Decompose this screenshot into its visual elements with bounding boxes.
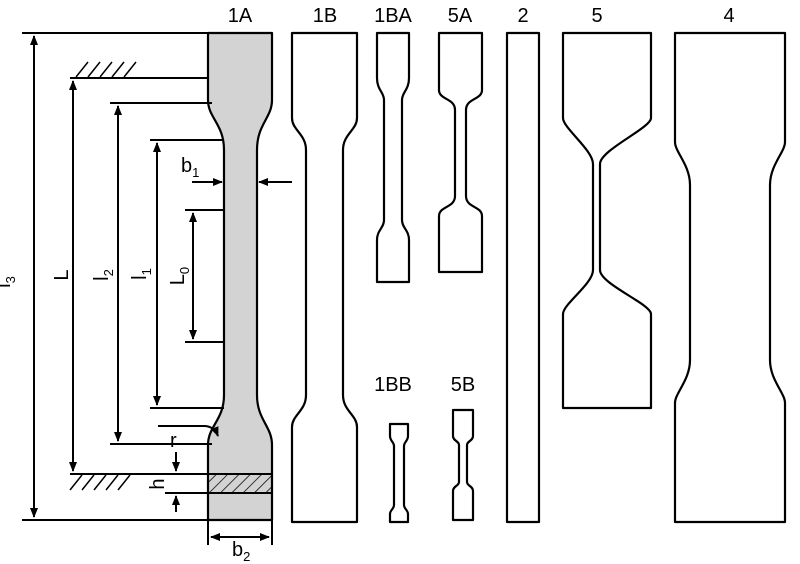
label-1A: 1A	[228, 5, 253, 27]
label-2: 2	[517, 5, 528, 27]
specimen-5: 5	[561, 5, 653, 410]
specimen-1B: 1B	[290, 5, 359, 524]
dimension-label-r: r	[170, 430, 177, 452]
label-5: 5	[591, 5, 602, 27]
label-5A: 5A	[448, 5, 473, 27]
dimension-b1: b1	[181, 155, 292, 186]
dimension-label-l3: l3	[0, 276, 18, 288]
specimen-1BA-outline	[375, 31, 411, 284]
dimension-label-b1: b1	[181, 155, 199, 180]
dimension-L0: L0	[167, 209, 224, 343]
specimen-1BA: 1BA	[374, 5, 413, 284]
dimension-r: r	[158, 425, 219, 452]
dimension-l2: l2	[91, 102, 212, 445]
dimension-label-L0: L0	[167, 267, 192, 285]
specimen-1A: 1A	[206, 5, 274, 522]
dimension-label-l2: l2	[91, 269, 116, 281]
label-1BB: 1BB	[374, 374, 412, 396]
label-5B: 5B	[451, 374, 475, 396]
label-1BA: 1BA	[374, 5, 412, 27]
label-4: 4	[723, 5, 734, 27]
specimen-1A-outline	[206, 31, 274, 522]
dimension-l3: l3	[0, 32, 208, 521]
dimension-label-L: L	[51, 269, 73, 280]
grip-symbol-bottom	[69, 473, 208, 491]
dimension-label-h: h	[147, 478, 169, 489]
dimension-label-l1: l1	[129, 268, 154, 280]
specimen-1B-outline	[290, 31, 359, 524]
dimension-h: h	[147, 452, 208, 512]
grip-hatch-band	[207, 473, 273, 494]
dimension-b2: b2	[207, 520, 273, 564]
dimension-label-b2: b2	[232, 539, 250, 564]
specimen-5A-outline	[437, 31, 484, 274]
grip-symbol-top	[70, 61, 208, 79]
label-1B: 1B	[313, 5, 337, 27]
specimen-1BB-outline	[388, 422, 410, 524]
specimen-5B: 5B	[451, 374, 475, 522]
specimen-5B-outline	[451, 408, 475, 522]
dimension-l1: l1	[129, 139, 224, 409]
dimension-L: L	[51, 80, 77, 472]
specimen-4: 4	[673, 5, 787, 524]
specimen-4-outline	[673, 31, 787, 524]
specimen-2: 2	[505, 5, 541, 524]
specimen-2-outline	[505, 31, 541, 524]
specimen-1BB: 1BB	[374, 374, 412, 524]
specimen-5-outline	[561, 31, 653, 410]
specimen-5A: 5A	[437, 5, 484, 274]
